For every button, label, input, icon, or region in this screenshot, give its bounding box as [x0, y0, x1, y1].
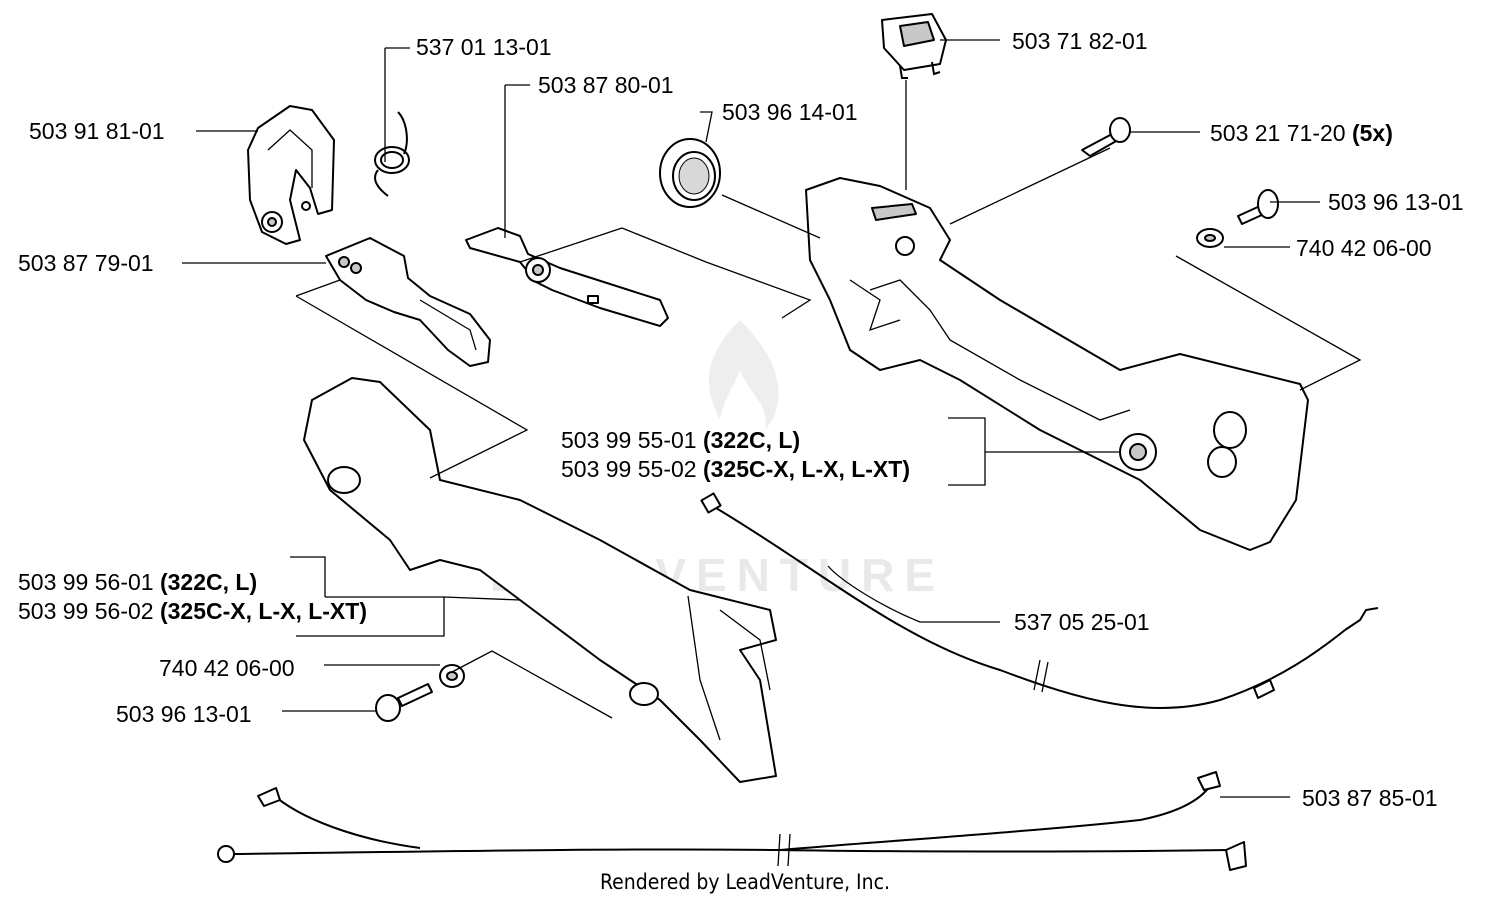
label-handle-left-b: 503 99 56-02 (325C-X, L-X, L-XT) — [18, 598, 367, 624]
throttle-cable-part — [700, 492, 1379, 709]
label-handle-right-b: 503 99 55-02 (325C-X, L-X, L-XT) — [561, 456, 910, 482]
footer-credit: Rendered by LeadVenture, Inc. — [600, 870, 890, 894]
throttle-lever-part — [325, 237, 491, 367]
leader-lines — [182, 39, 1362, 798]
label-handle-left-a-model: (322C, L) — [159, 569, 258, 595]
label-screw-quantity: (5x) — [1351, 120, 1393, 146]
label-handle-right-a-number: 503 99 55-01 — [561, 427, 697, 453]
label-handle-left-a: 503 99 56-01 (322C, L) — [18, 569, 257, 595]
screw-part — [1081, 117, 1131, 157]
label-wiring-harness: 503 87 85-01 — [1302, 785, 1438, 811]
label-stop-switch: 503 71 82-01 — [1012, 28, 1148, 54]
label-throttle-lever: 503 87 79-01 — [18, 250, 154, 276]
screw-washer-left-part — [375, 664, 465, 722]
lockout-clip-part — [247, 105, 335, 245]
rubber-ring-part — [659, 138, 721, 208]
label-washer-right: 740 42 06-00 — [1296, 235, 1432, 261]
label-rubber-ring: 503 96 14-01 — [722, 99, 858, 125]
handle-right-half-part — [805, 177, 1309, 551]
label-screw-number: 503 21 71-20 — [1210, 120, 1346, 146]
label-spring: 537 01 13-01 — [416, 34, 552, 60]
label-throttle-trigger: 503 87 80-01 — [538, 72, 674, 98]
spring-part — [374, 111, 410, 197]
label-throttle-cable: 537 05 25-01 — [1014, 609, 1150, 635]
label-lockout-clip: 503 91 81-01 — [29, 118, 165, 144]
screw-washer-right-part — [1196, 189, 1279, 248]
label-screw-right: 503 96 13-01 — [1328, 189, 1464, 215]
label-handle-left-a-number: 503 99 56-01 — [18, 569, 154, 595]
wiring-harness-part — [217, 771, 1247, 871]
label-screw-5x: 503 21 71-20 (5x) — [1210, 120, 1393, 146]
label-screw-left: 503 96 13-01 — [116, 701, 252, 727]
watermark-flame-icon — [708, 320, 779, 430]
label-handle-right-a-model: (322C, L) — [702, 427, 801, 453]
handle-left-half-part — [303, 377, 777, 783]
throttle-trigger-part — [465, 227, 669, 327]
label-handle-right-a: 503 99 55-01 (322C, L) — [561, 427, 800, 453]
label-handle-left-b-number: 503 99 56-02 — [18, 598, 154, 624]
label-handle-left-b-model: (325C-X, L-X, L-XT) — [159, 598, 367, 624]
label-washer-left: 740 42 06-00 — [159, 655, 295, 681]
label-handle-right-b-number: 503 99 55-02 — [561, 456, 697, 482]
stop-switch-part — [881, 13, 947, 79]
label-handle-right-b-model: (325C-X, L-X, L-XT) — [702, 456, 910, 482]
